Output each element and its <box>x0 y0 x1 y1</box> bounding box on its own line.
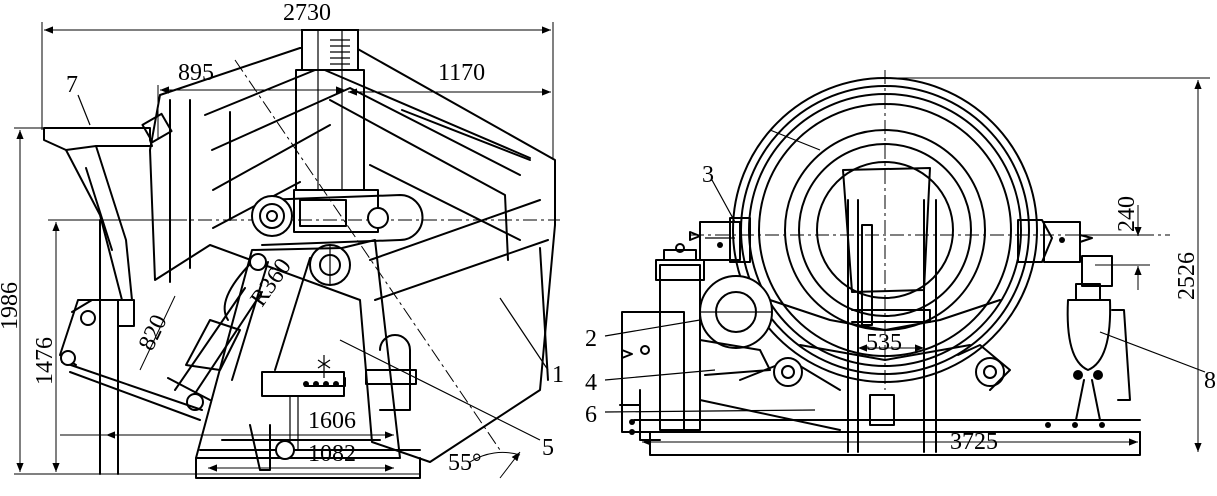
dim-895-text: 895 <box>178 60 214 86</box>
front-base <box>619 344 1141 456</box>
dimension-1986: 1986 <box>0 127 50 472</box>
support-pedestal <box>195 239 421 479</box>
dim-820-text: 820 <box>134 311 173 355</box>
dimension-overall-width: 2730 <box>41 0 554 160</box>
dim-1082-text: 1082 <box>308 441 356 467</box>
label-7: 7 <box>66 72 78 98</box>
dimension-240: 240 <box>1114 196 1142 290</box>
label-2: 2 <box>585 326 597 352</box>
label-4: 4 <box>585 370 597 396</box>
dim-1170-text: 1170 <box>438 60 485 86</box>
dim-1606-text: 1606 <box>308 408 356 434</box>
pivot-bearing <box>251 194 424 286</box>
dim-240-text: 240 <box>1114 196 1140 232</box>
center-column <box>293 29 379 233</box>
dimension-535: 535 <box>858 330 924 356</box>
dim-2526-text: 2526 <box>1174 252 1200 300</box>
oil-tank <box>1066 255 1206 421</box>
dim-1986-text: 1986 <box>0 282 23 330</box>
label-3: 3 <box>702 162 714 188</box>
label-1: 1 <box>552 362 564 388</box>
dimension-1606: 1606 <box>106 408 394 439</box>
dimension-1170: 1170 <box>348 60 551 96</box>
dim-55-text: 55° <box>448 450 482 476</box>
right-roller <box>1017 219 1150 266</box>
dim-3725-text: 3725 <box>950 429 998 455</box>
label-8: 8 <box>1204 368 1216 394</box>
front-frame <box>842 167 937 453</box>
feed-hopper <box>43 112 173 301</box>
drive-motor <box>621 243 773 433</box>
dimension-2526: 2526 <box>886 77 1210 452</box>
dimension-3725: 3725 <box>642 429 1138 455</box>
left-roller <box>689 179 751 263</box>
pump-assembly <box>221 334 417 471</box>
label-5: 5 <box>542 435 554 461</box>
front-view: 535 3 240 <box>585 70 1216 456</box>
frame-leg <box>59 219 210 475</box>
label-6: 6 <box>585 402 597 428</box>
dim-2730-text: 2730 <box>283 0 331 26</box>
dimension-895: 895 <box>157 60 345 140</box>
dimension-1082: 1082 <box>208 441 394 472</box>
side-view: 2730 895 1170 1986 1476 7 <box>0 0 564 479</box>
dimension-angle: 55° <box>448 450 521 479</box>
dim-1476-text: 1476 <box>32 337 58 385</box>
dim-535-text: 535 <box>866 330 902 356</box>
